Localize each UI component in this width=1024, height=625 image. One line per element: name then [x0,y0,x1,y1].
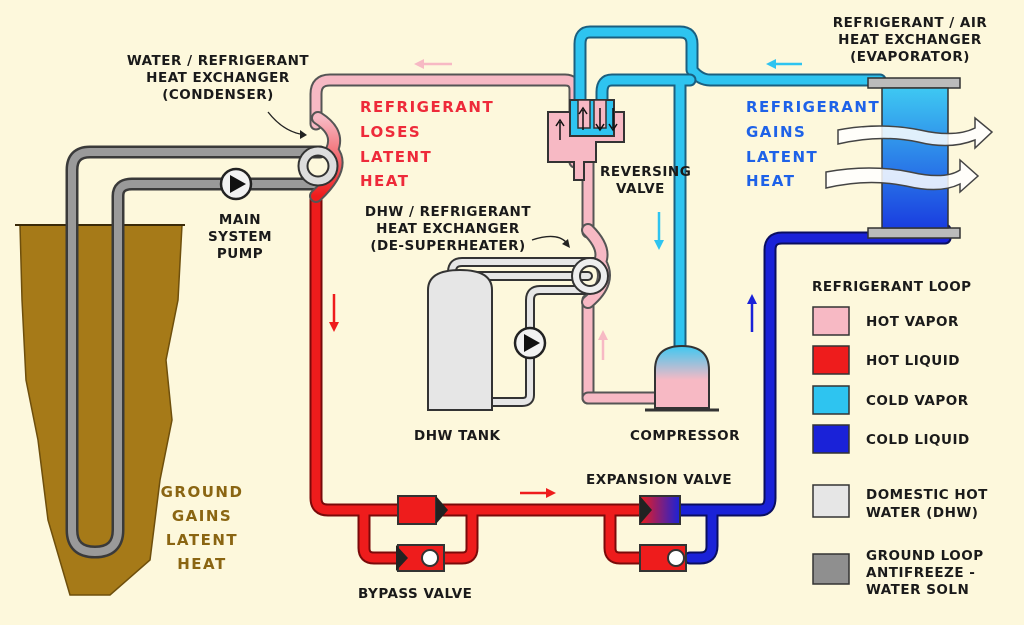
legend-label: COLD VAPOR [866,393,969,409]
leader-lines [267,111,570,248]
hot-liquid-pipe [309,189,667,565]
legend-label: HOT LIQUID [866,353,960,369]
svg-text:GROUND: GROUND [161,483,244,501]
svg-text:SYSTEM: SYSTEM [208,229,272,245]
svg-text:GAINS: GAINS [746,123,806,141]
legend-item-cold-liquid: COLD LIQUID [812,424,970,454]
expansion-valve-label: EXPANSION VALVE [586,472,732,488]
svg-text:HEAT EXCHANGER: HEAT EXCHANGER [146,70,290,86]
arrow-up-pink-icon [598,330,608,360]
legend-label: WATER SOLN [866,582,969,598]
svg-text:REVERSING: REVERSING [600,164,691,180]
svg-text:GAINS: GAINS [172,507,232,525]
svg-text:REFRIGERANT: REFRIGERANT [360,98,494,116]
reversing-valve-label: REVERSING VALVE [600,164,691,197]
reversing-valve [547,99,625,181]
bypass-valve [396,544,445,572]
svg-text:REFRIGERANT: REFRIGERANT [746,98,880,116]
arrow-left-lightblue-icon [766,59,802,69]
arrow-right-red-icon [520,488,556,498]
ground-borehole [15,224,185,596]
legend-item-hot-liquid: HOT LIQUID [812,345,960,375]
svg-text:PUMP: PUMP [217,246,263,262]
legend-item-dhw: DOMESTIC HOT WATER (DHW) [812,484,988,521]
svg-text:LATENT: LATENT [360,148,432,166]
arrow-left-pink-icon [414,59,452,69]
legend-label: DOMESTIC HOT [866,487,988,503]
svg-text:LOSES: LOSES [360,123,421,141]
compressor-label: COMPRESSOR [630,428,740,444]
svg-text:(CONDENSER): (CONDENSER) [162,87,274,103]
main-system-pump-icon [219,167,253,201]
cold-liquid-pipe [661,223,952,565]
evaporator [825,77,994,239]
condenser-heat-exchanger [297,111,344,203]
cold-vapor-pipe [573,25,887,357]
reverse-bypass-valve [639,544,687,572]
legend-label: HOT VAPOR [866,314,959,330]
legend-label: GROUND LOOP [866,548,984,564]
svg-text:DHW / REFRIGERANT: DHW / REFRIGERANT [365,204,531,220]
svg-text:(DE-SUPERHEATER): (DE-SUPERHEATER) [370,238,525,254]
svg-text:HEAT EXCHANGER: HEAT EXCHANGER [838,32,982,48]
legend-item-ground-loop: GROUND LOOP ANTIFREEZE - WATER SOLN [812,548,984,598]
svg-text:HEAT: HEAT [177,555,226,573]
hot-liquid-check-valve [397,495,448,525]
legend-swatch [812,345,850,375]
dhw-pump-icon [513,326,547,360]
dhw-tank-label: DHW TANK [414,428,501,444]
arrow-up-darkblue-icon [747,294,757,332]
desuperheater-heat-exchanger [571,223,611,309]
dhw-tank [427,268,493,411]
pump-label: MAIN SYSTEM PUMP [208,212,272,262]
evaporator-label: REFRIGERANT / AIR HEAT EXCHANGER (EVAPOR… [833,15,988,65]
svg-text:VALVE: VALVE [616,181,665,197]
legend-label: COLD LIQUID [866,432,970,448]
legend-label: WATER (DHW) [866,505,978,521]
legend-swatch [812,553,850,585]
condenser-label: WATER / REFRIGERANT HEAT EXCHANGER (COND… [127,53,310,103]
svg-text:HEAT: HEAT [360,172,409,190]
compressor [645,344,719,412]
expansion-valve [639,495,681,525]
svg-text:(EVAPORATOR): (EVAPORATOR) [850,49,970,65]
svg-text:MAIN: MAIN [219,212,261,228]
svg-text:LATENT: LATENT [166,531,238,549]
arrow-down-red-icon [329,294,339,332]
svg-text:LATENT: LATENT [746,148,818,166]
arrow-down-lightblue-icon [654,212,664,250]
legend-item-hot-vapor: HOT VAPOR [812,306,959,336]
ground-loop-pipe [65,145,329,559]
legend-title: REFRIGERANT LOOP [812,279,972,295]
legend-swatch [812,385,850,415]
svg-text:REFRIGERANT / AIR: REFRIGERANT / AIR [833,15,988,31]
desuperheater-label: DHW / REFRIGERANT HEAT EXCHANGER (DE-SUP… [365,204,531,254]
svg-text:HEAT: HEAT [746,172,795,190]
ground-gains-heat-text: GROUND GAINS LATENT HEAT [161,483,244,573]
bypass-valve-label: BYPASS VALVE [358,586,472,602]
refrigerant-loses-heat-text: REFRIGERANT LOSES LATENT HEAT [360,98,494,190]
svg-text:HEAT EXCHANGER: HEAT EXCHANGER [376,221,520,237]
legend-label: ANTIFREEZE - [866,565,975,581]
legend-swatch [812,306,850,336]
svg-text:WATER / REFRIGERANT: WATER / REFRIGERANT [127,53,310,69]
legend-swatch [812,484,850,518]
legend-item-cold-vapor: COLD VAPOR [812,385,969,415]
legend-swatch [812,424,850,454]
legend: REFRIGERANT LOOP HOT VAPOR HOT LIQUID CO… [812,279,988,598]
flow-arrows [329,59,802,498]
refrigerant-gains-heat-text: REFRIGERANT GAINS LATENT HEAT [746,98,880,190]
